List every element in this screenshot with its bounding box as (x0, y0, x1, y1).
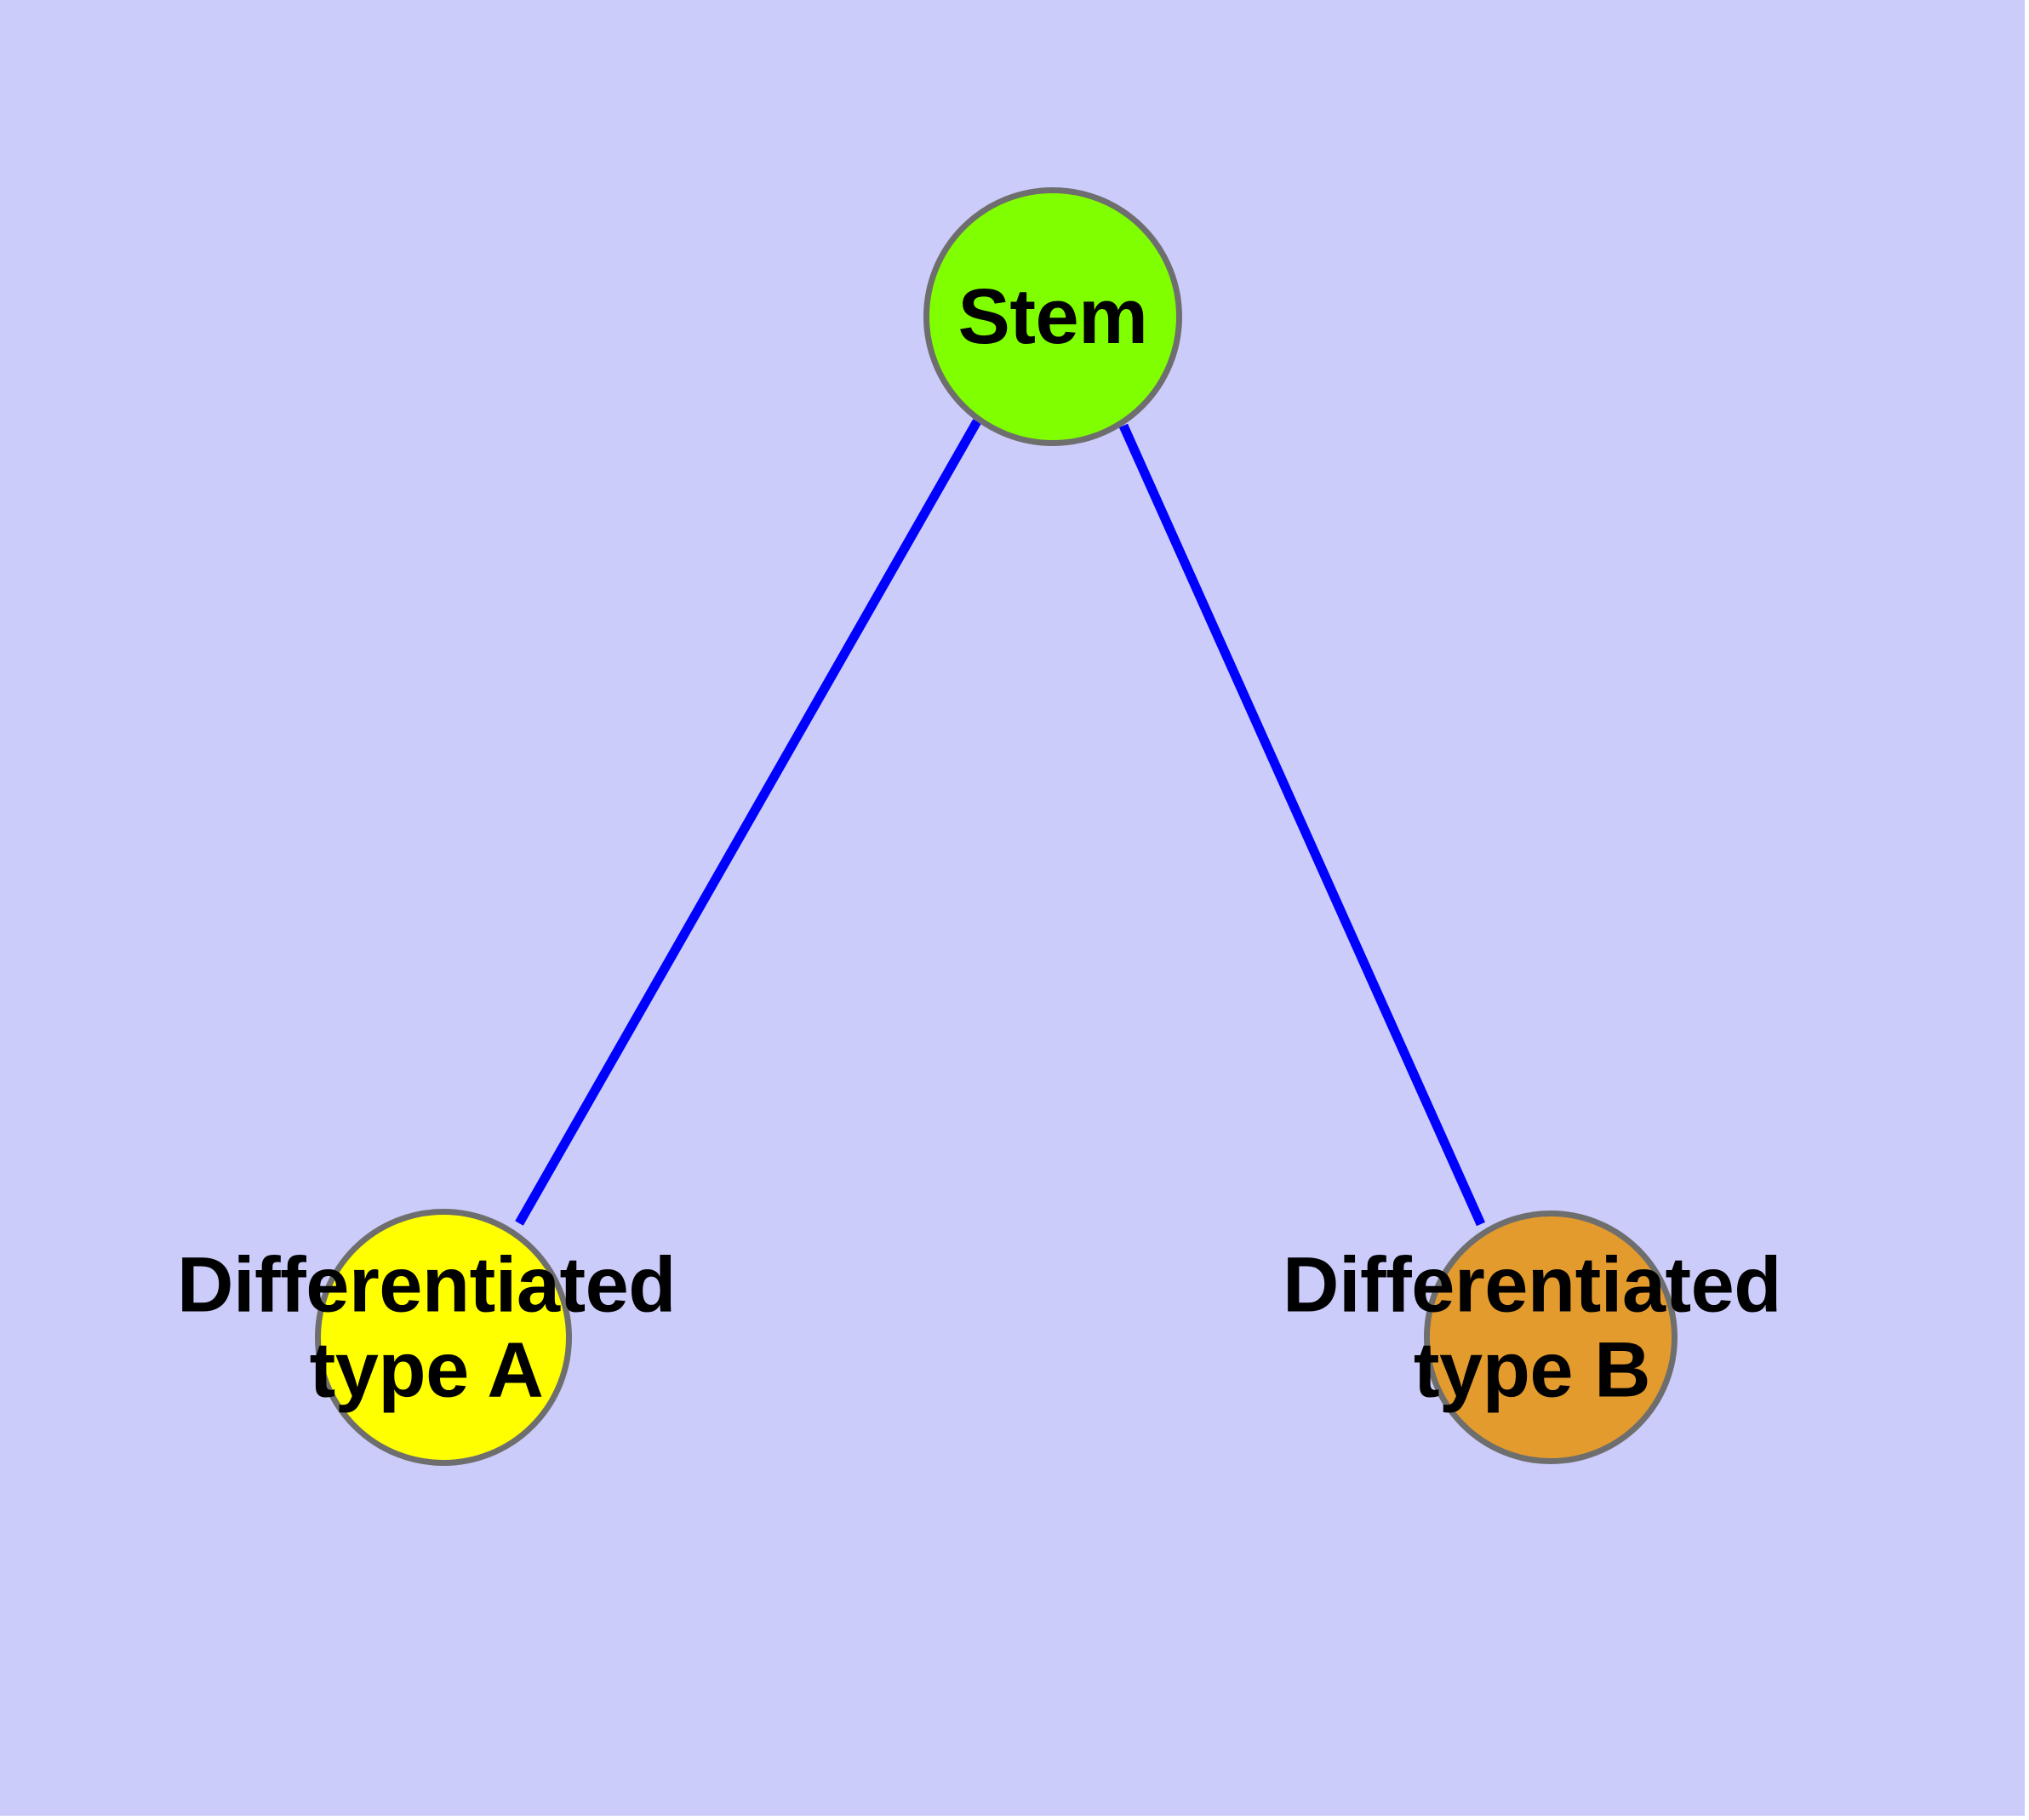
node-differentiated-type-b[interactable] (1424, 1210, 1677, 1464)
node-layer (315, 187, 1677, 1466)
node-differentiated-type-a[interactable] (315, 1209, 572, 1466)
edge-stem-to-differentiated-type-a[interactable] (515, 419, 981, 1226)
node-stem[interactable] (923, 187, 1182, 446)
edge-layer (515, 419, 1486, 1227)
edge-stem-to-differentiated-type-b[interactable] (1118, 423, 1486, 1227)
